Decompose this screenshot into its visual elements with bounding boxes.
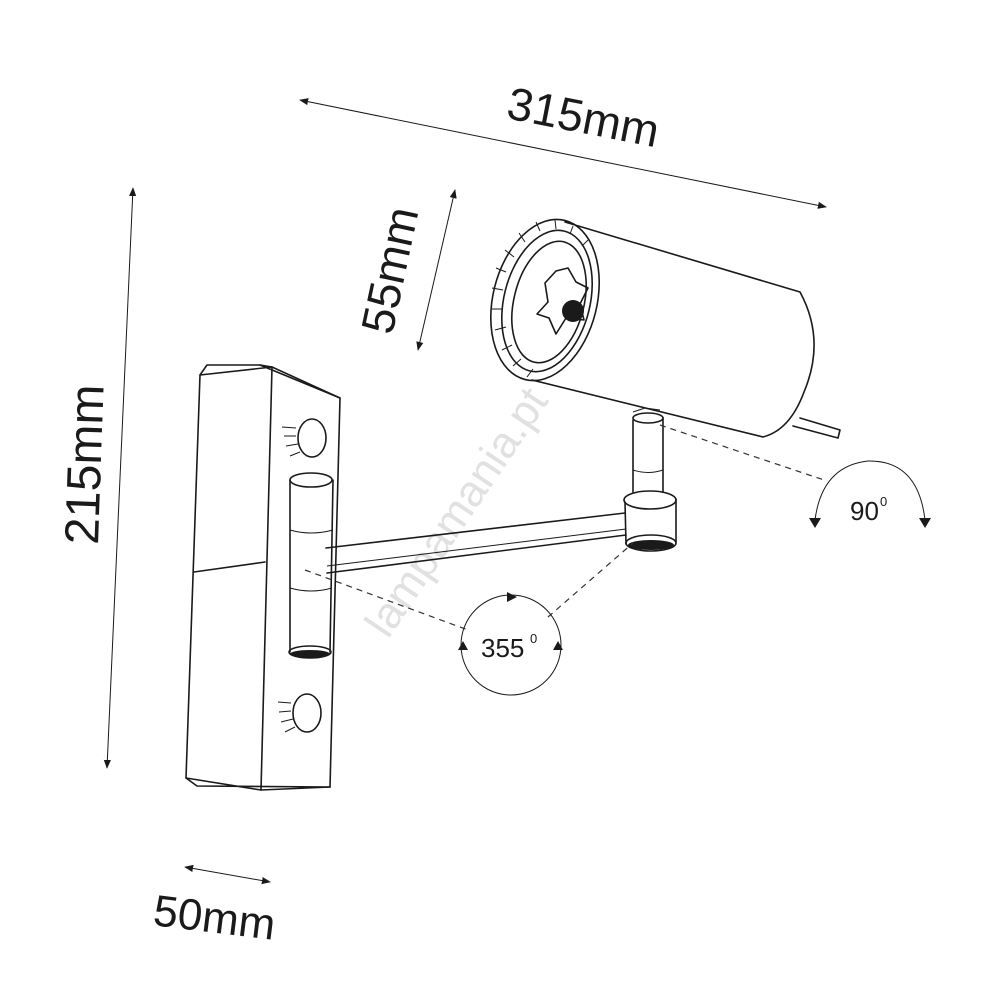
dimension-diameter-label: 55mm	[351, 202, 428, 338]
head-tilt-value: 90	[850, 496, 879, 526]
head-tilt-indicator: 90 0	[659, 424, 931, 528]
lamp-head	[489, 218, 841, 439]
dimension-width: 315mm	[299, 77, 827, 209]
dimension-depth-label: 50mm	[151, 886, 278, 950]
dimension-height: 215mm	[56, 187, 137, 769]
dimension-height-label: 215mm	[56, 384, 115, 546]
screw-top-icon	[281, 418, 327, 458]
bezel-ribs	[491, 219, 589, 378]
dimension-width-label: 315mm	[503, 77, 663, 157]
wall-mount-plate	[185, 364, 341, 791]
watermark: lampamania.pt	[356, 379, 558, 646]
hinge-cylinder	[288, 472, 334, 659]
arm-rotation-indicator: 355 0	[304, 542, 634, 696]
elbow-joint	[623, 490, 677, 552]
head-tilt-unit: 0	[880, 494, 887, 509]
dimension-diameter: 55mm	[351, 189, 457, 351]
screw-bottom-icon	[277, 693, 322, 733]
arm-rotation-value: 355	[481, 633, 524, 663]
tilt-post	[632, 407, 664, 493]
swing-arm	[325, 512, 627, 574]
dimension-depth: 50mm	[151, 864, 278, 950]
arm-rotation-unit: 0	[530, 631, 537, 646]
